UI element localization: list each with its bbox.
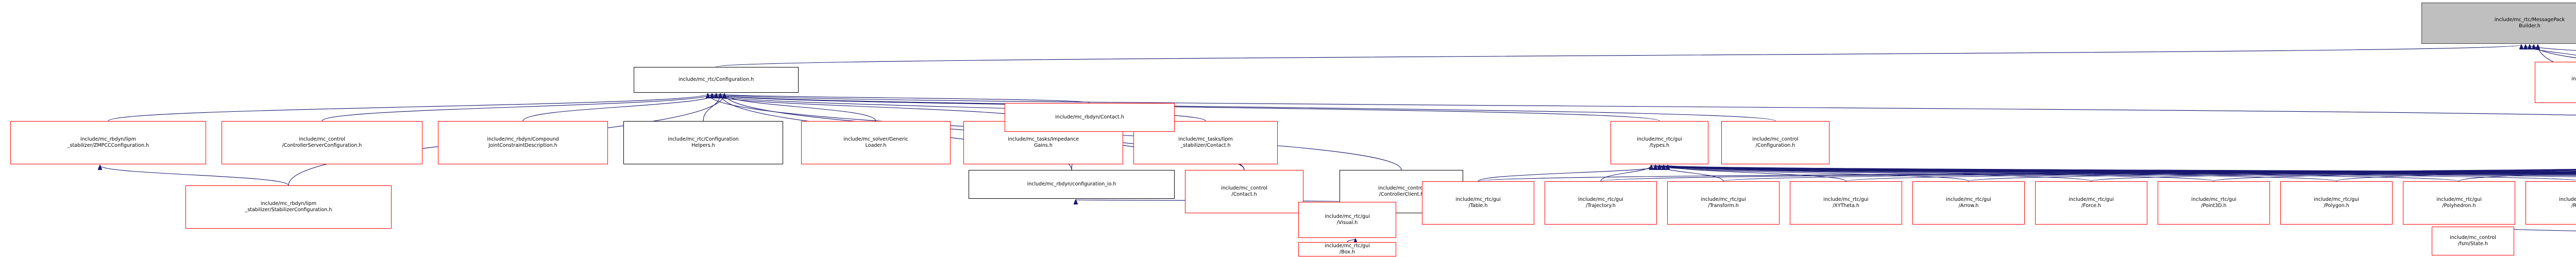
- edges: [100, 45, 2576, 250]
- edge-cfg-to-root: [716, 45, 2521, 67]
- edge-stabcfg-to-zmpcc: [100, 165, 289, 186]
- edge-rotation-to-guitypes: [1651, 165, 2576, 176]
- edge-point3d-to-guitypes: [1651, 165, 2214, 182]
- node-gui-polyhedron[interactable]: include/mc_rtc/gui /Polyhedron.h: [2403, 181, 2515, 225]
- node-messagepackbuilder: include/mc_rtc/MessagePack Builder.h: [2421, 3, 2576, 44]
- edge-guitypes-to-cfg: [712, 94, 1660, 122]
- node-configuration-helpers[interactable]: include/mc_rtc/Configuration Helpers.h: [623, 121, 783, 164]
- node-stabilizer-configuration[interactable]: include/mc_rbdyn/lipm _stabilizer/Stabil…: [185, 185, 392, 229]
- edge-genloader-to-cfg: [724, 94, 876, 122]
- node-controller-server-configuration[interactable]: include/mc_control /ControllerServerConf…: [222, 121, 422, 164]
- node-gui-polygon[interactable]: include/mc_rtc/gui /Polygon.h: [2280, 181, 2393, 225]
- node-gui-box[interactable]: include/mc_rtc/gui /Box.h: [1298, 242, 1396, 256]
- node-zmpcc-configuration[interactable]: include/mc_rbdyn/lipm _stabilizer/ZMPCCC…: [10, 121, 206, 164]
- edge-lipmcontact-to-cfg: [712, 94, 1206, 122]
- node-control-contact[interactable]: include/mc_control /Contact.h: [1185, 170, 1303, 213]
- node-gui-table[interactable]: include/mc_rtc/gui /Table.h: [1422, 181, 1534, 225]
- edge-polyhedron-to-elements: [2459, 173, 2576, 182]
- edge-trajectory-to-guitypes: [1600, 165, 1651, 182]
- edge-arrow-to-guitypes: [1655, 165, 1969, 182]
- edge-polygon-to-guitypes: [1659, 165, 2337, 182]
- node-configuration[interactable]: include/mc_rtc/Configuration.h: [634, 67, 799, 93]
- edge-ctlcfg-to-cfg: [716, 94, 1776, 122]
- node-generic-loader[interactable]: include/mc_solver/Generic Loader.h: [801, 121, 951, 164]
- edge-elements-to-root: [2538, 45, 2576, 71]
- node-gui-robot[interactable]: include/mc_rtc/gui /Robot.h: [2526, 181, 2576, 225]
- node-log-utils[interactable]: include/mc_rtc/log /utils.h: [2535, 62, 2576, 103]
- edge-statebuilder-to-guitypes: [1655, 165, 2576, 172]
- node-gui-point3d[interactable]: include/mc_rtc/gui /Point3D.h: [2158, 181, 2270, 225]
- node-gui-xytheta[interactable]: include/mc_rtc/gui /XYTheta.h: [1790, 181, 1902, 225]
- node-gui-visual[interactable]: include/mc_rtc/gui /Visual.h: [1298, 202, 1396, 238]
- node-gui-arrow[interactable]: include/mc_rtc/gui /Arrow.h: [1912, 181, 2025, 225]
- node-gui-trajectory[interactable]: include/mc_rtc/gui /Trajectory.h: [1545, 181, 1657, 225]
- edge-iterlog-to-root: [2530, 45, 2576, 51]
- node-gui-transform[interactable]: include/mc_rtc/gui /Transform.h: [1667, 181, 1780, 225]
- edge-cfghelpers-to-cfg: [703, 94, 720, 122]
- node-gui-types[interactable]: include/mc_rtc/gui /types.h: [1611, 121, 1708, 164]
- edge-zmpcc-to-cfg: [108, 94, 708, 122]
- node-control-configuration[interactable]: include/mc_control /Configuration.h: [1721, 121, 1829, 164]
- node-fsm-state[interactable]: include/mc_control /fsm/State.h: [2432, 227, 2514, 255]
- edge-ctlsrvcfg-to-cfg: [321, 94, 712, 122]
- edge-box-to-visual: [1347, 239, 1355, 242]
- node-configuration-io[interactable]: include/mc_rbdyn/configuration_io.h: [969, 170, 1175, 199]
- edge-elements-to-cfg: [720, 94, 2576, 116]
- node-gui-force[interactable]: include/mc_rtc/gui /Force.h: [2035, 181, 2147, 225]
- node-compound-joint-constraint[interactable]: include/mc_rbdyn/Compound JointConstrain…: [438, 121, 608, 164]
- edge-rbdcontact-to-cfg: [716, 94, 1090, 104]
- node-rbdyn-contact[interactable]: include/mc_rbdyn/Contact.h: [1005, 103, 1175, 132]
